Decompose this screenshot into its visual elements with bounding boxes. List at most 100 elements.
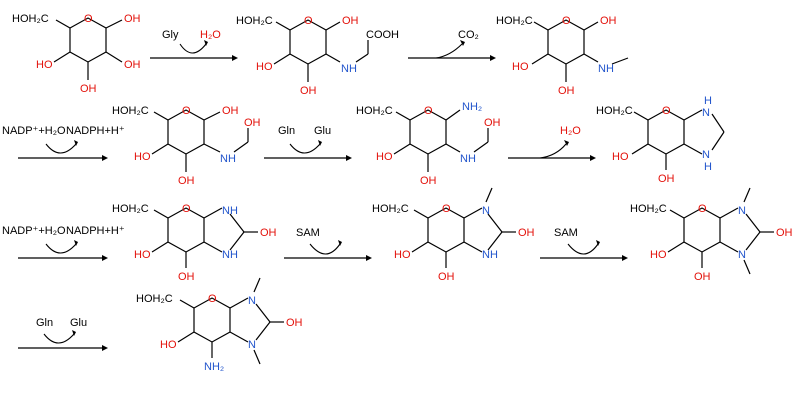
atom-label-ring-o: O xyxy=(84,13,93,25)
reaction-arrow-9: Gln Glu xyxy=(18,317,108,351)
atom-label-oh: OH xyxy=(286,317,303,329)
structure-glucose: HOH₂C O OH OH OH HO xyxy=(12,13,141,95)
atom-label-n: N xyxy=(482,205,490,217)
atom-label-oh: OH xyxy=(438,271,455,283)
structure-methylamino: HOH₂C O OH NH OH HO xyxy=(496,15,629,97)
atom-label-oh: OH xyxy=(600,15,617,27)
cosubstrate-in-gln: Gln xyxy=(36,317,53,329)
atom-label-h: H xyxy=(704,161,712,173)
atom-label-nh: NH xyxy=(341,63,357,75)
atom-label-ho: HO xyxy=(376,151,393,163)
cosubstrate-out-co2: CO₂ xyxy=(458,29,479,41)
cosubstrate-out-nadph: NADPH+H⁺ xyxy=(66,225,125,237)
reaction-arrow-1: Gly H₂O xyxy=(150,29,238,61)
structure-imidazolidine: HOH₂C O H N N H OH HO xyxy=(596,95,725,185)
structure-amino-dimethyl-imidazolidine: HOH₂C O N N OH NH₂ HO xyxy=(136,277,303,373)
atom-label-oh: OH xyxy=(178,175,195,187)
atom-label-nh: NH xyxy=(482,249,498,261)
structure-amino-hydroxymethylamino: HOH₂C O NH₂ NH OH OH HO xyxy=(356,101,501,187)
atom-label-nh2: NH₂ xyxy=(204,361,224,373)
cosubstrate-out-glu: Glu xyxy=(314,125,331,137)
atom-label-oh: OH xyxy=(484,117,501,129)
cosubstrate-out-h2o: H₂O xyxy=(200,29,221,41)
structure-glycine-adduct: HOH₂C O OH NH COOH OH HO xyxy=(236,15,399,97)
atom-label-n: N xyxy=(702,149,710,161)
cosubstrate-out-nadph: NADPH+H⁺ xyxy=(66,125,125,137)
atom-label-nh: NH xyxy=(222,249,238,261)
atom-label-hoh2c: HOH₂C xyxy=(236,15,273,27)
atom-label-oh: OH xyxy=(244,117,261,129)
reaction-arrow-6: NADP⁺+H₂O NADPH+H⁺ xyxy=(2,225,125,261)
structure-n-methyl-imidazolidine: HOH₂C O N NH OH OH HO xyxy=(372,187,535,283)
atom-label-ho: HO xyxy=(612,151,629,163)
cosubstrate-in-gln: Gln xyxy=(278,125,295,137)
atom-label-oh: OH xyxy=(776,227,793,239)
reaction-arrow-3: NADP⁺+H₂O NADPH+H⁺ xyxy=(2,125,125,161)
cosubstrate-in-sam: SAM xyxy=(296,227,320,239)
reaction-arrow-7: SAM xyxy=(284,227,372,261)
atom-label-n: N xyxy=(702,107,710,119)
atom-label-ring-o: O xyxy=(442,203,451,215)
atom-label-oh: OH xyxy=(260,227,277,239)
atom-label-ho: HO xyxy=(512,61,529,73)
atom-label-oh: OH xyxy=(124,59,141,71)
atom-label-hoh2c: HOH₂C xyxy=(596,105,633,117)
atom-label-nh: NH xyxy=(460,153,476,165)
atom-label-ring-o: O xyxy=(698,203,707,215)
cosubstrate-in-gly: Gly xyxy=(162,29,179,41)
atom-label-cooh: COOH xyxy=(366,29,399,41)
cosubstrate-in-nadp: NADP⁺+H₂O xyxy=(2,125,66,137)
atom-label-ho: HO xyxy=(650,249,667,261)
atom-label-hoh2c: HOH₂C xyxy=(356,105,393,117)
atom-label-ring-o: O xyxy=(304,15,313,27)
structure-hydroxy-imidazolidine: HOH₂C O NH NH OH OH HO xyxy=(112,203,277,283)
atom-label-ring-o: O xyxy=(562,15,571,27)
atom-label-h: H xyxy=(704,95,712,107)
atom-label-oh: OH xyxy=(80,83,97,95)
atom-label-oh: OH xyxy=(658,173,675,185)
atom-label-hoh2c: HOH₂C xyxy=(136,293,173,305)
atom-label-ho: HO xyxy=(256,61,273,73)
atom-label-oh: OH xyxy=(420,175,437,187)
atom-label-n: N xyxy=(248,295,256,307)
atom-label-nh: NH xyxy=(222,205,238,217)
atom-label-n: N xyxy=(738,205,746,217)
atom-label-ho: HO xyxy=(134,249,151,261)
cosubstrate-in-nadp: NADP⁺+H₂O xyxy=(2,225,66,237)
atom-label-oh: OH xyxy=(342,15,359,27)
atom-label-ring-o: O xyxy=(182,105,191,117)
atom-label-nh: NH xyxy=(220,153,236,165)
atom-label-hoh2c: HOH₂C xyxy=(12,13,49,25)
atom-label-ho: HO xyxy=(134,151,151,163)
atom-label-ho: HO xyxy=(160,339,177,351)
atom-label-nh: NH xyxy=(598,63,614,75)
atom-label-oh: OH xyxy=(558,85,575,97)
atom-label-ring-o: O xyxy=(662,105,671,117)
atom-label-n: N xyxy=(738,249,746,261)
reaction-arrow-2: CO₂ xyxy=(408,29,496,61)
atom-label-n: N xyxy=(248,339,256,351)
atom-label-ring-o: O xyxy=(424,105,433,117)
atom-label-hoh2c: HOH₂C xyxy=(372,203,409,215)
atom-label-nh2: NH₂ xyxy=(462,101,482,113)
atom-label-hoh2c: HOH₂C xyxy=(112,105,149,117)
atom-label-ho: HO xyxy=(36,59,53,71)
atom-label-oh: OH xyxy=(124,13,141,25)
atom-label-ring-o: O xyxy=(182,203,191,215)
atom-label-oh: OH xyxy=(518,227,535,239)
atom-label-ho: HO xyxy=(394,249,411,261)
atom-label-ring-o: O xyxy=(208,293,217,305)
reaction-arrow-5: H₂O xyxy=(508,125,596,161)
reaction-arrow-8: SAM xyxy=(540,227,628,261)
atom-label-hoh2c: HOH₂C xyxy=(630,203,667,215)
atom-label-oh: OH xyxy=(222,105,239,117)
cosubstrate-out-glu: Glu xyxy=(70,317,87,329)
structure-n-n-dimethyl-imidazolidine: HOH₂C O N N OH OH HO xyxy=(630,187,793,283)
atom-label-oh: OH xyxy=(178,271,195,283)
reaction-arrow-4: Gln Glu xyxy=(264,125,352,161)
atom-label-hoh2c: HOH₂C xyxy=(496,15,533,27)
atom-label-oh: OH xyxy=(300,85,317,97)
structure-hydroxymethylamino: HOH₂C O OH NH OH OH HO xyxy=(112,105,261,187)
atom-label-hoh2c: HOH₂C xyxy=(112,203,149,215)
